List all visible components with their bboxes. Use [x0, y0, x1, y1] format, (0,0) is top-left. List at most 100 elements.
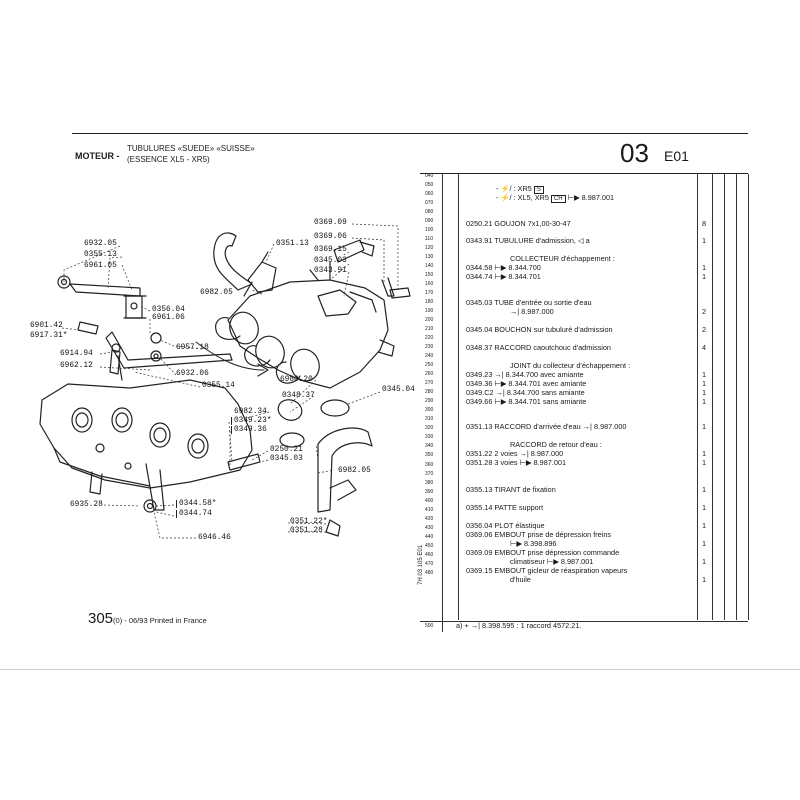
- part-quantity: 1: [702, 370, 707, 379]
- part-entry: RACCORD de retour d'eau :: [510, 440, 602, 449]
- row-number: 220: [425, 335, 434, 342]
- row-number: 110: [425, 236, 433, 243]
- row-number: 190: [425, 308, 434, 315]
- callout-0345-03: 0345.03: [270, 455, 303, 463]
- callout-6917-31: 6917.31*: [30, 332, 68, 340]
- part-entry: ⊢▶ 8.398.896: [510, 539, 557, 548]
- variant-box-s: S: [533, 186, 544, 194]
- table-bottom-rule: [420, 621, 748, 622]
- part-entry: 0349.C2 →| 8.344.700 sans amiante: [466, 388, 585, 397]
- row-number: 230: [425, 344, 434, 351]
- row-number: 180: [425, 299, 434, 306]
- row-number: 460: [425, 551, 434, 558]
- bracket: [69, 283, 141, 297]
- part-entry: 0355.13 TIRANT de fixation: [466, 485, 556, 494]
- part-quantity: 1: [702, 388, 707, 397]
- row-number: 050: [425, 182, 434, 189]
- callout-0345-03: 0345.03: [314, 257, 347, 265]
- part-quantity: 2: [702, 307, 707, 316]
- callout-0351-28: 0351.28: [290, 527, 323, 535]
- callout-0369-06: 0369.06: [314, 233, 347, 241]
- part-quantity: 1: [702, 272, 707, 281]
- callout-0348-37: 0348.37: [282, 392, 315, 400]
- table-line-qty-left: [697, 174, 698, 620]
- row-number: 070: [425, 200, 434, 207]
- row-number: 330: [425, 434, 434, 441]
- callout-6962-12: 6962.12: [60, 362, 93, 370]
- row-number: 290: [425, 398, 434, 405]
- row-number: 320: [425, 425, 434, 432]
- callout-0343-91: 0343.91: [314, 267, 347, 275]
- row-number: 090: [425, 218, 434, 225]
- row-number: 160: [425, 281, 434, 288]
- callout-6957-18: 6957.18: [176, 344, 209, 352]
- title-line1: TUBULURES «SUEDE» «SUISSE»: [127, 144, 255, 153]
- row-number: 140: [425, 263, 434, 270]
- header-bottom-rule: [420, 173, 748, 174]
- part-quantity: 1: [702, 236, 707, 245]
- callout-0351-22: 0351.22*: [290, 518, 328, 526]
- title-line2: (ESSENCE XL5 - XR5): [127, 155, 210, 164]
- table-line-qty-right: [712, 174, 713, 620]
- callout-0356-04: 0356.04: [152, 306, 185, 314]
- row-number: 440: [425, 533, 434, 540]
- callout-0344-58: 0344.58*: [176, 500, 216, 508]
- row-number-last: 500: [425, 623, 434, 629]
- table-line-desc: [458, 174, 459, 620]
- row-number: 400: [425, 497, 434, 504]
- subgroup-code: E01: [664, 148, 689, 164]
- applicability-line1: - ⚡/ : XR5 S: [496, 184, 544, 194]
- row-number: 350: [425, 452, 434, 459]
- part-entry: 0351.13 RACCORD d'arrivée d'eau →| 8.987…: [466, 422, 627, 431]
- callout-6935-28: 6935.28: [70, 501, 103, 509]
- footer: 305(0) - 06/93 Printed in France: [88, 610, 207, 628]
- row-number: 210: [425, 326, 434, 333]
- callout-0344-74: 0344.74: [176, 510, 212, 518]
- callout-0250-21: 0250.21: [270, 446, 303, 454]
- row-number: 240: [425, 353, 434, 360]
- callout-0349-36: 0349.36: [231, 426, 267, 434]
- part-quantity: 1: [702, 575, 707, 584]
- part-entry: 0344.58 ⊢▶ 8.344.700: [466, 263, 541, 272]
- table-line-col3: [724, 174, 725, 620]
- part-quantity: 8: [702, 219, 707, 228]
- part-quantity: 4: [702, 343, 707, 352]
- part-entry: →| 8.987.000: [510, 307, 554, 316]
- part-entry: 0250.21 GOUJON 7x1,00-30-47: [466, 219, 571, 228]
- part-entry: 0369.15 EMBOUT gicleur de réaspiration v…: [466, 566, 628, 575]
- row-number: 370: [425, 470, 434, 477]
- part-entry: 0355.14 PATTE support: [466, 503, 544, 512]
- part-entry: 0369.09 EMBOUT prise dépression commande: [466, 548, 620, 557]
- intake-manifold: [215, 261, 395, 389]
- row-number: 100: [425, 227, 434, 234]
- part-entry: 0349.36 ⊢▶ 8.344.701 avec amiante: [466, 379, 587, 388]
- part-entry: JOINT du collecteur d'échappement :: [510, 361, 631, 370]
- group-code: 03: [620, 138, 649, 168]
- row-number: 300: [425, 407, 434, 414]
- row-number: 470: [425, 560, 434, 567]
- row-number: 260: [425, 371, 434, 378]
- header-top-rule: [72, 133, 748, 134]
- callout-6980-20: 6980.20: [280, 376, 313, 384]
- part-entry: 0351.28 3 voies ⊢▶ 8.987.001: [466, 458, 567, 467]
- row-number: 360: [425, 461, 434, 468]
- part-quantity: 1: [702, 422, 707, 431]
- row-number: 130: [425, 254, 434, 261]
- part-entry: 0349.23 →| 8.344.700 avec amiante: [466, 370, 584, 379]
- part-quantity: 1: [702, 379, 707, 388]
- table-line-col4: [736, 174, 737, 620]
- part-quantity: 1: [702, 485, 707, 494]
- part-quantity: 1: [702, 503, 707, 512]
- callout-0349-23: 0349.23*: [231, 417, 271, 425]
- row-number: 410: [425, 506, 434, 513]
- table-line-left: [442, 174, 443, 632]
- part-entry: 0369.06 EMBOUT prise de dépression frein…: [466, 530, 612, 539]
- part-quantity: 1: [702, 539, 707, 548]
- row-number: 280: [425, 389, 434, 396]
- callout-0355-14: 0355.14: [202, 382, 235, 390]
- row-number: 250: [425, 362, 434, 369]
- footer-rule: [0, 669, 800, 670]
- row-number: 420: [425, 515, 434, 522]
